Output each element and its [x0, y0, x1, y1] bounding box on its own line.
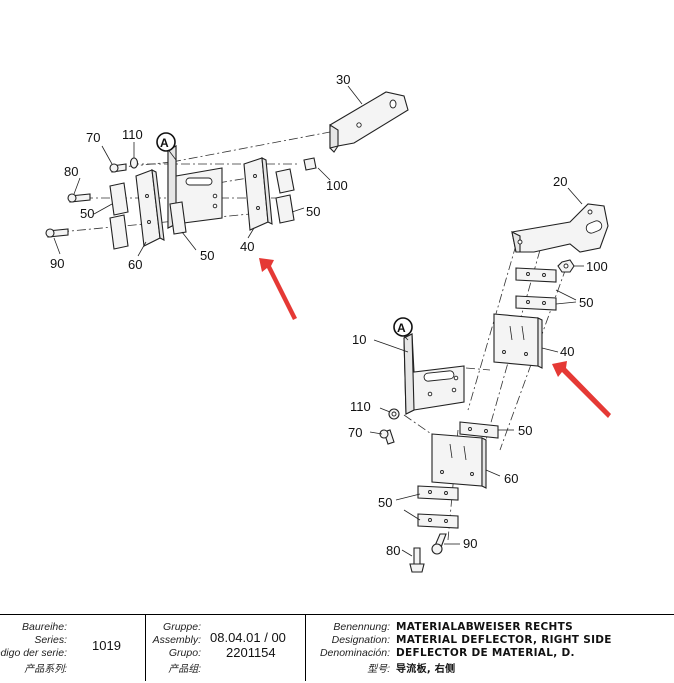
grupo-label: Grupo:	[168, 647, 201, 659]
exploded-parts-diagram: 30 70 110 A 80 50 100 50 90 60 50 40	[45, 72, 611, 573]
callout-right-80: 80	[386, 543, 400, 558]
part-50-strip-right-middle	[459, 421, 499, 439]
leader-lines-left	[53, 85, 363, 257]
assembly-label: Assembly:	[152, 634, 201, 646]
callout-right-50b: 50	[518, 423, 532, 438]
assembly-cell: Gruppe: Assembly: Grupo: 产品组: 08.04.01 /…	[146, 615, 305, 681]
part-60-plate-right	[431, 433, 487, 489]
separator-1	[145, 615, 146, 681]
reference-marker-a-left	[156, 132, 176, 152]
benennung-value: MATERIALABWEISER RECHTS	[396, 621, 573, 633]
callout-left-100: 100	[326, 178, 348, 193]
callout-left-50c: 50	[200, 248, 214, 263]
callout-right-10: 10	[352, 332, 366, 347]
part-40-plate-left	[243, 157, 273, 231]
type-cn-label: 型号:	[367, 664, 390, 675]
assembly-value: 08.04.01 / 00	[210, 630, 286, 645]
callout-right-50a: 50	[579, 295, 593, 310]
callout-right-70: 70	[348, 425, 362, 440]
callout-left-50a: 50	[80, 206, 94, 221]
benennung-label: Benennung:	[333, 621, 390, 633]
callout-left-80: 80	[64, 164, 78, 179]
part-40-plate-right	[493, 313, 543, 369]
denominacion-value: DEFLECTOR DE MATERIAL, D.	[396, 647, 575, 659]
leader-lines-right	[369, 187, 584, 557]
callout-right-20: 20	[553, 174, 567, 189]
callout-right-40: 40	[560, 344, 574, 359]
callout-right-90: 90	[463, 536, 477, 551]
callout-left-a: A	[160, 136, 169, 150]
part-100-nut-right	[557, 259, 575, 273]
callout-left-40: 40	[240, 239, 254, 254]
designation-value: MATERIAL DEFLECTOR, RIGHT SIDE	[396, 634, 612, 646]
callout-right-110: 110	[350, 399, 371, 414]
callout-left-50b: 50	[306, 204, 320, 219]
callout-left-30: 30	[336, 72, 350, 87]
baureihe-label: Baureihe:	[22, 621, 67, 633]
callout-right-60: 60	[504, 471, 518, 486]
group-cn-label: 产品组:	[168, 664, 201, 675]
grupo-value: 2201154	[226, 645, 276, 660]
part-50-strips-right-top	[515, 267, 557, 311]
designation-label: Designation:	[331, 634, 390, 646]
title-block: Baureihe: Series: Código der serie: 产品系列…	[0, 614, 674, 683]
reference-marker-a-right	[393, 317, 413, 337]
part-10-bracket	[403, 333, 465, 415]
callout-right-50c: 50	[378, 495, 392, 510]
separator-2	[305, 615, 306, 681]
callout-left-90: 90	[50, 256, 64, 271]
red-arrow-left	[259, 258, 297, 320]
part-60-plate-left	[135, 169, 165, 247]
callout-right-100: 100	[586, 259, 608, 274]
fasteners-right-lower	[409, 533, 447, 573]
series-cn-label: 产品系列:	[24, 664, 67, 675]
part-50-strips-right-bottom	[417, 485, 459, 529]
part-30-bracket	[329, 91, 409, 153]
series-value: 1019	[92, 638, 121, 653]
callout-left-60: 60	[128, 257, 142, 272]
designation-cell: Benennung: Designation: Denominación: 型号…	[306, 615, 674, 681]
red-arrow-right	[552, 361, 611, 418]
series-cell: Baureihe: Series: Código der serie: 产品系列…	[0, 615, 145, 681]
fasteners-right-upper	[379, 408, 400, 445]
part-20-bracket	[511, 203, 609, 253]
gruppe-label: Gruppe:	[163, 621, 201, 633]
part-50-strips-left	[109, 168, 295, 250]
callout-right-a: A	[397, 321, 406, 335]
series-label: Series:	[34, 634, 67, 646]
callout-left-110: 110	[122, 127, 143, 142]
type-cn-value: 导流板, 右侧	[396, 664, 456, 675]
callout-left-70: 70	[86, 130, 100, 145]
denominacion-label: Denominación:	[319, 647, 390, 659]
codigo-label: Código der serie:	[0, 647, 67, 659]
